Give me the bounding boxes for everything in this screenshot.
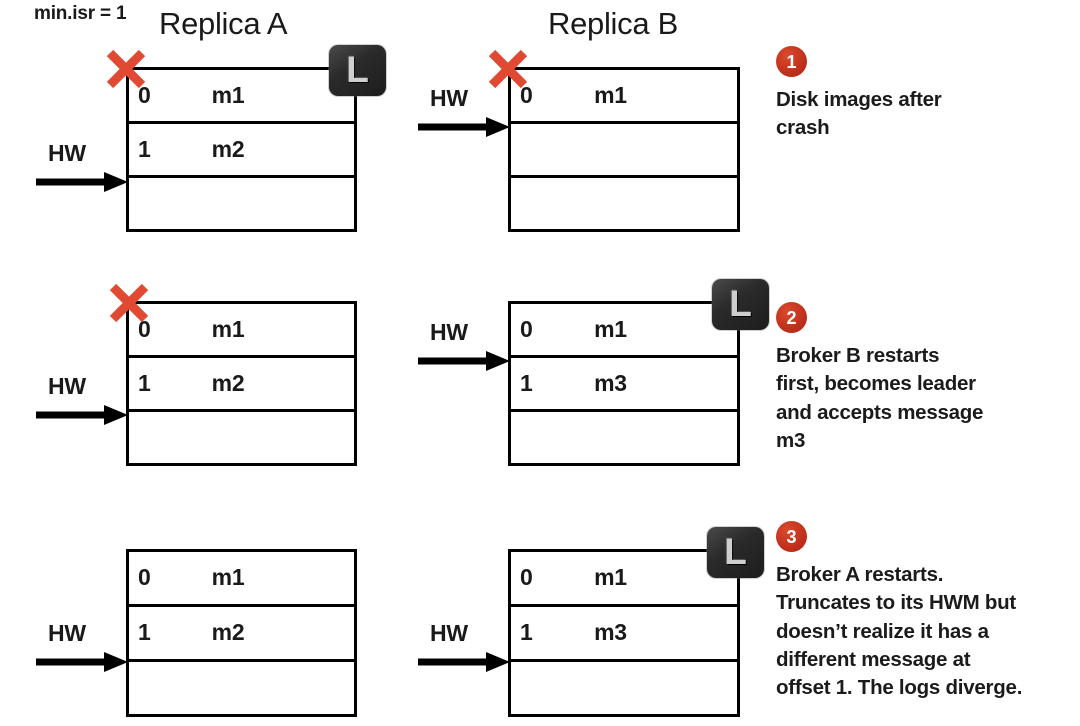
log-entry-row: 1 m3 (511, 607, 737, 662)
high-watermark-marker: HW (416, 85, 512, 141)
step-badge: 3 (776, 521, 807, 552)
log-table-replica-a-step-3: 0 m1 1 m2 (126, 549, 357, 717)
leader-badge: L (712, 279, 769, 330)
log-offset: 0 (520, 563, 533, 590)
log-entry-row: 0 m1 (511, 304, 737, 358)
log-message: m1 (211, 81, 245, 108)
log-entry-row: 0 m1 (511, 70, 737, 124)
high-watermark-marker: HW (416, 319, 512, 375)
annotation-step-1: 1 Disk images after crash (776, 46, 1076, 143)
log-message: m1 (211, 563, 245, 590)
step-badge: 1 (776, 46, 807, 77)
log-entry-row-empty (129, 412, 354, 463)
log-entry-row: 1 m2 (129, 607, 354, 662)
log-offset: 1 (138, 618, 151, 645)
log-entry-row: 1 m2 (129, 124, 354, 178)
log-offset: 0 (138, 563, 151, 590)
high-watermark-marker: HW (34, 620, 130, 676)
log-entry-row-empty (511, 412, 737, 463)
log-entry-row-empty (511, 124, 737, 178)
log-offset: 0 (138, 81, 151, 108)
log-message: m2 (211, 618, 245, 645)
log-table-replica-a-step-1: 0 m1 1 m2 (126, 67, 357, 232)
high-watermark-marker: HW (34, 140, 130, 196)
log-entry-row-empty (129, 178, 354, 229)
log-entry-row: 0 m1 (511, 552, 737, 607)
hw-label: HW (48, 373, 86, 399)
hw-arrow-icon (416, 115, 512, 139)
log-message: m1 (211, 315, 245, 342)
log-offset: 1 (520, 618, 533, 645)
crash-x-icon (485, 46, 531, 92)
annotation-step-3: 3 Broker A restarts. Truncates to its HW… (776, 521, 1076, 702)
hw-label: HW (430, 85, 468, 111)
leader-badge: L (329, 45, 386, 96)
log-offset: 0 (520, 315, 533, 342)
log-message: m3 (594, 369, 627, 396)
hw-arrow-icon (416, 650, 512, 674)
log-offset: 1 (138, 369, 151, 396)
log-message: m2 (211, 369, 245, 396)
log-message: m1 (594, 81, 627, 108)
log-offset: 0 (138, 315, 151, 342)
hw-label: HW (48, 140, 86, 166)
log-entry-row: 0 m1 (129, 70, 354, 124)
log-entry-row-empty (511, 178, 737, 229)
hw-arrow-icon (34, 170, 130, 194)
hw-arrow-icon (34, 650, 130, 674)
log-message: m1 (594, 315, 627, 342)
log-offset: 0 (520, 81, 533, 108)
log-table-replica-b-step-1: 0 m1 (508, 67, 740, 232)
column-header-replica-a: Replica A (159, 6, 288, 41)
leader-badge-letter: L (729, 283, 752, 324)
min-isr-label: min.isr = 1 (34, 3, 127, 24)
step-description: Broker A restarts. Truncates to its HWM … (776, 563, 1023, 700)
step-description: Broker B restarts first, becomes leader … (776, 344, 984, 452)
step-description: Disk images after crash (776, 88, 942, 140)
hw-arrow-icon (416, 349, 512, 373)
log-table-replica-a-step-2: 0 m1 1 m2 (126, 301, 357, 466)
log-message: m1 (594, 563, 627, 590)
hw-label: HW (48, 620, 86, 646)
log-offset: 1 (138, 135, 151, 162)
log-entry-row: 1 m3 (511, 358, 737, 412)
hw-label: HW (430, 319, 468, 345)
log-entry-row: 0 m1 (129, 552, 354, 607)
log-entry-row-empty (511, 662, 737, 714)
hw-label: HW (430, 620, 468, 646)
log-table-replica-b-step-3: 0 m1 1 m3 (508, 549, 740, 717)
log-message: m3 (594, 618, 627, 645)
high-watermark-marker: HW (34, 373, 130, 429)
leader-badge-letter: L (346, 49, 369, 90)
leader-badge: L (707, 527, 764, 578)
annotation-step-2: 2 Broker B restarts first, becomes leade… (776, 302, 1076, 455)
log-offset: 1 (520, 369, 533, 396)
crash-x-icon (106, 280, 152, 326)
high-watermark-marker: HW (416, 620, 512, 676)
log-entry-row: 0 m1 (129, 304, 354, 358)
log-table-replica-b-step-2: 0 m1 1 m3 (508, 301, 740, 466)
log-entry-row: 1 m2 (129, 358, 354, 412)
leader-badge-letter: L (724, 531, 747, 572)
log-entry-row-empty (129, 662, 354, 714)
step-badge: 2 (776, 302, 807, 333)
column-header-replica-b: Replica B (548, 6, 678, 41)
crash-x-icon (103, 46, 149, 92)
log-message: m2 (211, 135, 245, 162)
hw-arrow-icon (34, 403, 130, 427)
